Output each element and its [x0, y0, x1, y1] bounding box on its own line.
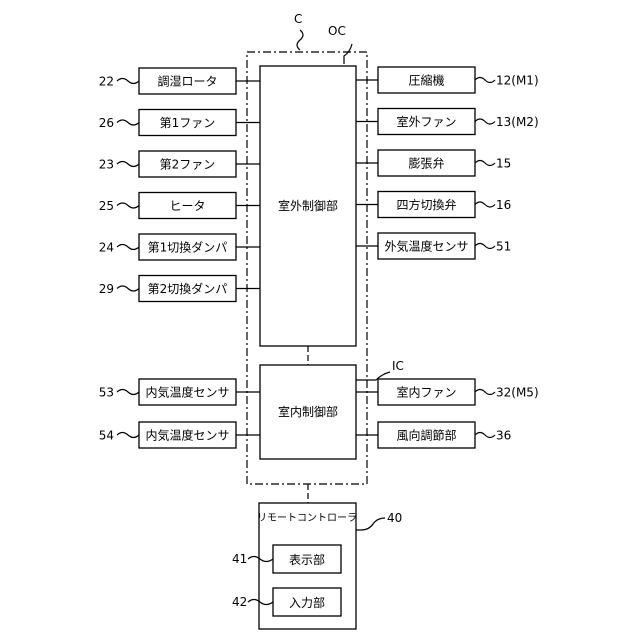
- left-outdoor-item-ref-leader: [117, 162, 139, 167]
- right-outdoor-item-ref-leader: [475, 161, 495, 166]
- left-indoor-item-1: 内気温度センサ 54: [99, 422, 260, 448]
- right-outdoor-item-ref: 13(M2): [496, 115, 539, 129]
- outdoor-controller: 室外制御部: [260, 66, 356, 346]
- left-indoor-item-ref-leader: [117, 390, 139, 395]
- left-outdoor-item-ref-leader: [117, 245, 139, 250]
- indoor-controller: 室内制御部: [260, 365, 356, 459]
- left-outdoor-item-4: 第1切換ダンパ 24: [99, 234, 260, 260]
- right-indoor-item-ref-leader: [475, 433, 495, 438]
- left-outdoor-item-3: ヒータ 25: [99, 193, 260, 219]
- left-outdoor-item-ref: 22: [99, 75, 114, 89]
- right-outdoor-item-label: 四方切換弁: [396, 197, 456, 212]
- right-outdoor-item-label: 外気温度センサ: [384, 239, 468, 254]
- left-indoor-item-ref-leader: [117, 433, 139, 438]
- left-outdoor-item-2: 第2ファン 23: [99, 151, 260, 177]
- left-outdoor-item-label: 第2切換ダンパ: [148, 281, 228, 296]
- controller-group-label: C: [294, 12, 302, 26]
- left-outdoor-item-ref-leader: [117, 79, 139, 84]
- indoor-group-label: IC: [392, 359, 404, 373]
- outdoor-controller-label: 室外制御部: [278, 198, 338, 213]
- left-indoor-item-0: 内気温度センサ 53: [99, 379, 260, 405]
- left-outdoor-item-ref: 25: [99, 199, 114, 213]
- left-outdoor-item-ref: 24: [99, 241, 114, 255]
- left-indoor-components: 内気温度センサ 53 内気温度センサ 54: [99, 379, 260, 448]
- right-outdoor-item-label: 室外ファン: [396, 114, 456, 129]
- remote-display-unit: 表示部: [273, 545, 341, 573]
- right-outdoor-item-3: 四方切換弁 16: [356, 192, 511, 218]
- left-outdoor-item-ref: 26: [99, 116, 114, 130]
- right-outdoor-item-ref: 16: [496, 198, 511, 212]
- right-outdoor-item-label: 圧縮機: [408, 73, 444, 88]
- input-unit-ref: 42: [232, 595, 247, 609]
- left-outdoor-components: 調湿ロータ 22 第1ファン 26 第2ファン 23 ヒータ 25 第1切換ダンパ 24 第2切換ダ…: [99, 68, 260, 302]
- left-outdoor-item-ref-leader: [117, 120, 139, 125]
- left-outdoor-item-ref: 29: [99, 282, 114, 296]
- right-outdoor-item-2: 膨張弁 15: [356, 150, 511, 176]
- right-indoor-item-1: 風向調節部 36: [356, 422, 511, 448]
- remote-ref-leader: [356, 518, 385, 530]
- left-indoor-item-ref: 54: [99, 429, 114, 443]
- left-indoor-item-ref: 53: [99, 386, 114, 400]
- right-outdoor-item-label: 膨張弁: [408, 156, 444, 171]
- left-outdoor-item-ref-leader: [117, 203, 139, 208]
- right-indoor-item-label: 風向調節部: [396, 428, 456, 443]
- right-outdoor-item-1: 室外ファン 13(M2): [356, 109, 539, 135]
- left-outdoor-item-label: 第1ファン: [160, 116, 216, 130]
- left-outdoor-item-label: 調湿ロータ: [157, 74, 217, 89]
- input-unit-label: 入力部: [289, 595, 325, 610]
- display-unit-ref: 41: [232, 552, 247, 566]
- left-indoor-item-label: 内気温度センサ: [145, 428, 229, 443]
- right-outdoor-item-0: 圧縮機 12(M1): [356, 67, 539, 93]
- remote-ref: 40: [387, 511, 402, 525]
- right-outdoor-item-ref-leader: [475, 119, 495, 124]
- right-indoor-components: 室内ファン 32(M5) 風向調節部 36: [356, 379, 539, 448]
- controller-group-leader: [297, 30, 303, 50]
- right-outdoor-item-4: 外気温度センサ 51: [356, 233, 511, 259]
- right-outdoor-item-ref: 51: [496, 240, 511, 254]
- left-outdoor-item-ref-leader: [117, 286, 139, 291]
- right-outdoor-item-ref: 15: [496, 157, 511, 171]
- display-unit-label: 表示部: [289, 552, 325, 567]
- right-outdoor-components: 圧縮機 12(M1) 室外ファン 13(M2) 膨張弁 15 四方切換弁 16 外気温度センサ 5…: [356, 67, 539, 259]
- outdoor-group-label: OC: [328, 24, 346, 38]
- remote-controller-label: リモートコントローラ: [257, 512, 357, 524]
- right-indoor-item-0: 室内ファン 32(M5): [356, 379, 539, 405]
- right-outdoor-item-ref-leader: [475, 78, 495, 83]
- left-outdoor-item-1: 第1ファン 26: [99, 110, 260, 136]
- right-outdoor-item-ref-leader: [475, 244, 495, 249]
- left-outdoor-item-ref: 23: [99, 158, 114, 172]
- indoor-controller-label: 室内制御部: [278, 404, 338, 419]
- outdoor-group-leader: [344, 44, 352, 64]
- left-outdoor-item-label: 第1切換ダンパ: [148, 240, 228, 255]
- remote-input-unit: 入力部: [273, 588, 341, 616]
- right-indoor-item-ref-leader: [475, 390, 495, 395]
- right-indoor-item-ref: 36: [496, 429, 511, 443]
- right-indoor-item-label: 室内ファン: [396, 385, 456, 400]
- right-outdoor-item-ref-leader: [475, 202, 495, 207]
- left-outdoor-item-5: 第2切換ダンパ 29: [99, 276, 260, 302]
- left-outdoor-item-label: 第2ファン: [160, 158, 216, 172]
- right-outdoor-item-ref: 12(M1): [496, 74, 539, 88]
- right-indoor-item-ref: 32(M5): [496, 386, 539, 400]
- left-outdoor-item-0: 調湿ロータ 22: [99, 68, 260, 94]
- left-indoor-item-label: 内気温度センサ: [145, 385, 229, 400]
- left-outdoor-item-label: ヒータ: [169, 199, 205, 213]
